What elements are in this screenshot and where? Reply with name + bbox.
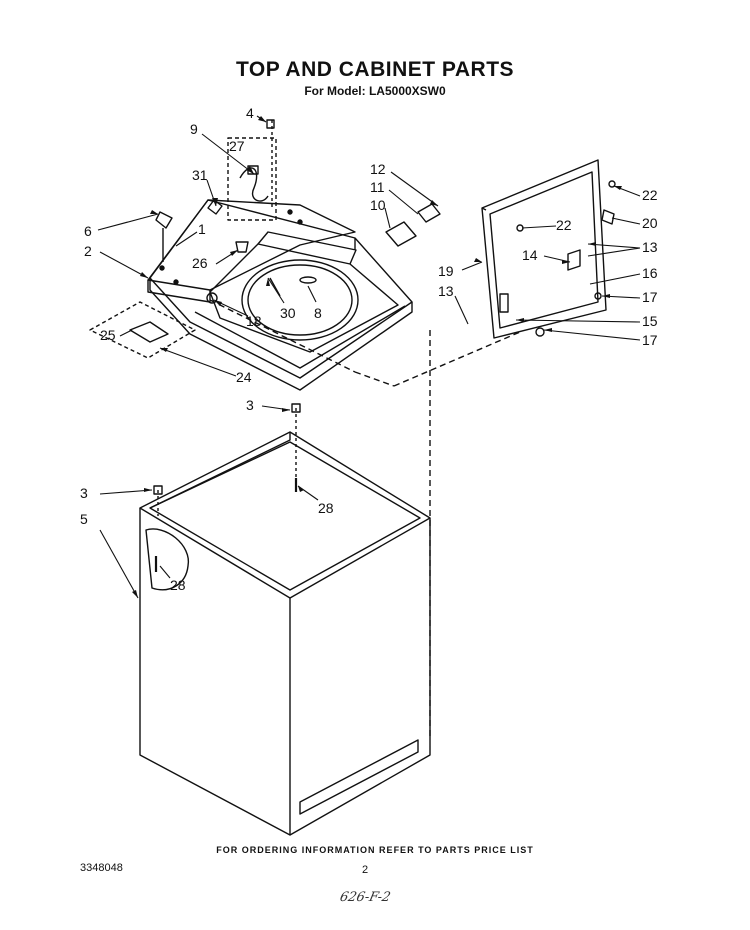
document-number: 3348048 (80, 862, 123, 874)
rear-mounting-plate (147, 199, 356, 303)
callout-27: 27 (229, 138, 245, 154)
clip-6-icon (155, 211, 173, 229)
lid-switch-actuator (499, 293, 509, 313)
grommet-18-icon (206, 292, 218, 304)
callout-8: 8 (314, 305, 322, 321)
callout-3: 3 (246, 397, 254, 413)
switch-10-icon (385, 221, 417, 247)
hinge-bracket-box (89, 301, 196, 359)
screw-4-icon (266, 119, 275, 129)
callout-18: 18 (246, 313, 262, 329)
callout-16: 16 (642, 265, 658, 281)
wire-harness-box (227, 137, 277, 221)
clip-3b-icon (153, 485, 163, 495)
callout-19: 19 (438, 263, 454, 279)
callout-4: 4 (246, 105, 254, 121)
callout-30: 30 (280, 305, 296, 321)
lid-hinge-14 (567, 249, 581, 271)
callout-1: 1 (198, 221, 206, 237)
pin-30-icon (269, 277, 281, 297)
callout-17: 17 (642, 289, 658, 305)
hinge-bracket (129, 321, 169, 343)
callout-15: 15 (642, 313, 658, 329)
callout-20: 20 (642, 215, 658, 231)
callout-13: 13 (438, 283, 454, 299)
cabinet (139, 403, 431, 836)
clip-3-icon (291, 403, 301, 413)
callout-22: 22 (556, 217, 572, 233)
switch-11-icon (417, 203, 441, 223)
washer-top (149, 199, 413, 391)
page-title: TOP AND CABINET PARTS (235, 58, 515, 81)
hardware-parts (155, 119, 441, 304)
callout-28: 28 (318, 500, 334, 516)
callout-14: 14 (522, 247, 538, 263)
callout-9: 9 (190, 121, 198, 137)
model-subtitle: For Model: LA5000XSW0 (304, 84, 446, 98)
screw-17b-icon (535, 327, 545, 337)
callout-3b: 3 (80, 485, 88, 501)
callout-22b: 22 (642, 187, 658, 203)
callout-12: 12 (370, 161, 386, 177)
callout-2: 2 (84, 243, 92, 259)
callout-26: 26 (192, 255, 208, 271)
ordering-info: FOR ORDERING INFORMATION REFER TO PARTS … (216, 845, 534, 855)
callout-31: 31 (192, 167, 208, 183)
screw-8-icon (299, 276, 317, 284)
callout-6: 6 (84, 223, 92, 239)
lid (481, 159, 616, 339)
page-number: 2 (362, 864, 369, 876)
arrow-heads (132, 116, 622, 598)
callout-24: 24 (236, 369, 252, 385)
callout-13b: 13 (642, 239, 658, 255)
callout-10: 10 (370, 197, 386, 213)
callout-11: 11 (370, 179, 385, 195)
handwritten-note: 626-F-2 (338, 890, 392, 905)
plug-26-icon (235, 241, 249, 253)
screw-17-icon (594, 292, 602, 300)
callout-25: 25 (100, 327, 116, 343)
callout-17b: 17 (642, 332, 658, 348)
callout-28b: 28 (170, 577, 186, 593)
bumper-20-icon (601, 209, 615, 225)
callout-numbers: 4 9 27 31 6 1 2 26 30 8 18 25 24 12 11 1… (80, 105, 658, 593)
clip-31-icon (207, 199, 223, 215)
bumper-22b-icon (608, 180, 616, 188)
callout-5: 5 (80, 511, 88, 527)
wire-harness (239, 167, 269, 202)
